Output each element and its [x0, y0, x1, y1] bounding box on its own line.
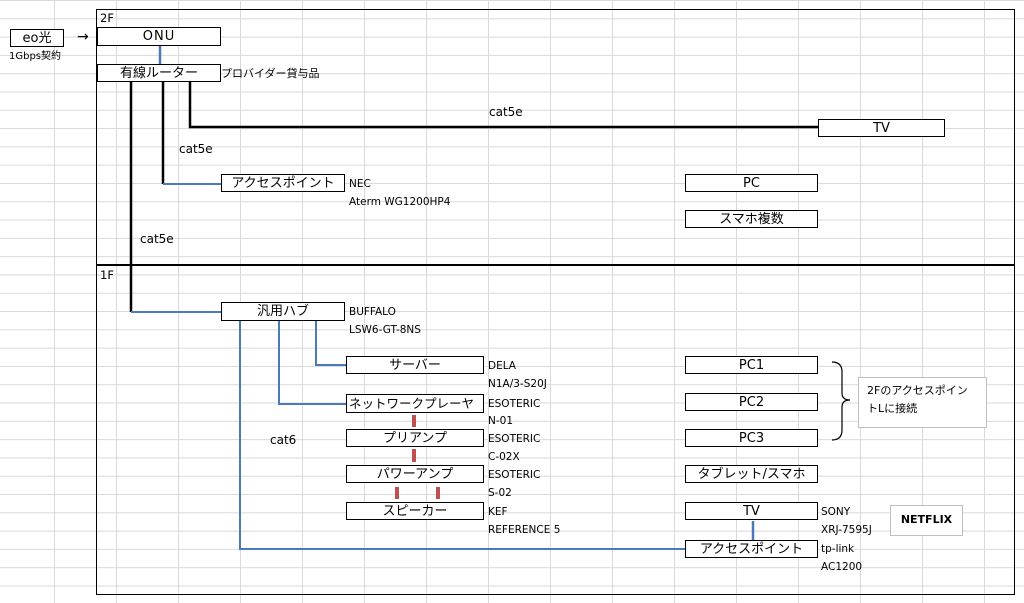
cable-label-router-hub: cat5e	[140, 232, 174, 246]
link-hub-ap	[239, 321, 686, 550]
ap-2f-model: Aterm WG1200HP4	[349, 196, 451, 208]
floor-2f-label: 2F	[100, 11, 114, 25]
link-router-tv	[188, 80, 818, 129]
ap-1f-maker: tp-link	[821, 543, 855, 555]
speaker-maker: KEF	[488, 506, 508, 518]
pc2-box: PC2	[685, 393, 818, 411]
tv-1f-maker: SONY	[821, 506, 851, 518]
phones-2f-box: スマホ複数	[685, 210, 818, 228]
server-maker: DELA	[488, 360, 516, 372]
preamp-box: プリアンプ	[346, 429, 484, 447]
tv-1f-model: XRJ-7595J	[821, 524, 872, 536]
poweramp-maker: ESOTERIC	[488, 469, 541, 481]
pc-2f-box: PC	[685, 174, 818, 192]
server-model: N1A/3-S20J	[488, 378, 547, 390]
preamp-maker: ESOTERIC	[488, 433, 541, 445]
poweramp-box: パワーアンプ	[346, 465, 484, 483]
floor-2f-frame	[96, 9, 1015, 266]
ap-1f-box: アクセスポイント	[685, 540, 818, 558]
contract-label: 1Gbps契約	[9, 51, 62, 62]
floor-1f-frame	[96, 264, 1015, 595]
internet-service-box: eo光	[10, 29, 64, 47]
cable-label-router-ap: cat5e	[179, 142, 213, 156]
server-box: サーバー	[346, 356, 484, 374]
netflix-note: NETFLIX	[890, 505, 963, 536]
arrow-icon: →	[77, 29, 89, 45]
hub-maker: BUFFALO	[349, 306, 396, 318]
hub-box: 汎用ハブ	[221, 302, 345, 321]
poweramp-model: S-02	[488, 487, 512, 499]
ap-2f-maker: NEC	[349, 178, 371, 190]
hub-model: LSW6-GT-8NS	[349, 324, 421, 336]
speaker-box: スピーカー	[346, 502, 484, 520]
speaker-model: REFERENCE 5	[488, 524, 561, 536]
onu-box: ONU	[97, 27, 221, 46]
pc3-box: PC3	[685, 429, 818, 447]
router-note: プロバイダー貸与品	[221, 67, 320, 80]
cable-label-router-tv: cat5e	[489, 105, 523, 119]
player-box: ネットワークプレーヤ	[346, 394, 484, 413]
link-hub-player	[278, 321, 346, 405]
preamp-model: C-02X	[488, 451, 520, 463]
ap-1f-model: AC1200	[821, 561, 863, 573]
cable-label-hub-lan: cat6	[270, 433, 297, 447]
pc-group-bracket	[831, 361, 851, 441]
ap-2f-box: アクセスポイント	[221, 174, 345, 192]
tablet-box: タブレット/スマホ	[685, 465, 818, 483]
pcs-connection-note: 2FのアクセスポイントLに接続	[858, 377, 987, 428]
floor-1f-label: 1F	[100, 268, 114, 282]
tv-2f-box: TV	[818, 119, 945, 137]
player-model: N-01	[488, 415, 514, 427]
player-maker: ESOTERIC	[488, 398, 541, 410]
link-hub-server	[315, 321, 346, 366]
tv-1f-box: TV	[685, 502, 818, 520]
pc1-box: PC1	[685, 356, 818, 374]
router-box: 有線ルーター	[97, 64, 221, 82]
